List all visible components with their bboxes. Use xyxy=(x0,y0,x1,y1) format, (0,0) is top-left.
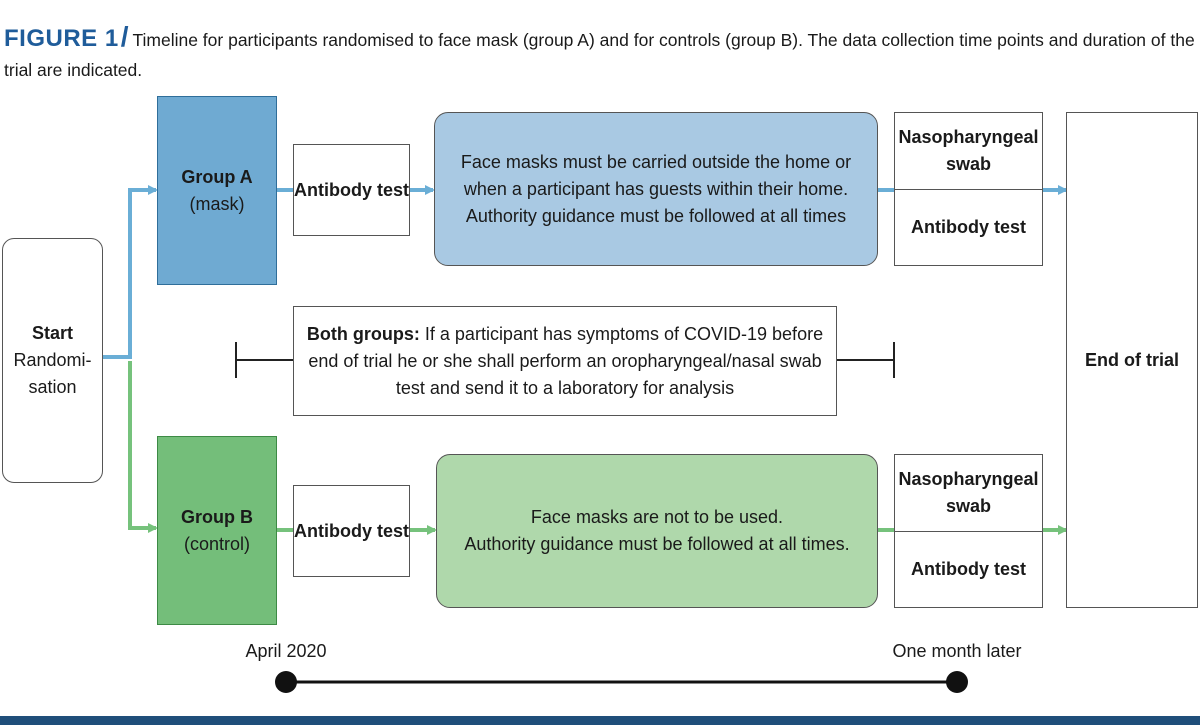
caption-text: Timeline for participants randomised to … xyxy=(4,30,1195,80)
group-a-swab-line-1: Nasopharyngeal xyxy=(898,127,1039,147)
group-b-instruction-line-1: Face masks are not to be used. xyxy=(530,507,784,527)
group-a-final-antibody-test-box: Antibody test xyxy=(894,189,1043,266)
timeline-start-dot xyxy=(275,671,297,693)
start-line-2: sation xyxy=(28,377,77,397)
end-of-trial-box: End of trial xyxy=(1066,112,1198,608)
group-a-instruction-line-1: Face masks must be carried outside the h… xyxy=(460,151,852,172)
group-b-antibody-test-box: Antibody test xyxy=(293,485,410,577)
group-a-antibody-test-label: Antibody test xyxy=(294,179,409,200)
group-b-box: Group B (control) xyxy=(157,436,277,625)
both-groups-note-box: Both groups: If a participant has sympto… xyxy=(293,306,837,416)
start-to-group-a-connector xyxy=(103,185,158,359)
both-groups-line-2: end of trial he or she shall perform an … xyxy=(308,350,822,371)
group-b-final-antibody-test-box: Antibody test xyxy=(894,531,1043,608)
group-b-swab-box: Nasopharyngeal swab xyxy=(894,454,1043,532)
figure-caption: FIGURE 1/Timeline for participants rando… xyxy=(4,22,1196,85)
group-a-instruction-line-3: Authority guidance must be followed at a… xyxy=(465,205,847,226)
group-b-instructions-box: Face masks are not to be used. Authority… xyxy=(436,454,878,608)
end-of-trial-label: End of trial xyxy=(1085,349,1179,370)
group-b-swab-line-1: Nasopharyngeal xyxy=(898,469,1039,489)
group-a-subtitle: (mask) xyxy=(189,193,245,214)
group-a-box: Group A (mask) xyxy=(157,96,277,285)
group-a-instructions-box: Face masks must be carried outside the h… xyxy=(434,112,878,266)
group-b-subtitle: (control) xyxy=(183,533,250,554)
both-groups-line-1: Both groups: If a participant has sympto… xyxy=(307,321,823,348)
both-groups-label: Both groups: xyxy=(306,323,420,344)
group-a-final-antibody-test-label: Antibody test xyxy=(911,217,1026,237)
group-b-final-antibody-test-label: Antibody test xyxy=(911,559,1026,579)
group-b-title: Group B xyxy=(181,506,253,527)
group-b-antibody-test-label: Antibody test xyxy=(294,520,409,541)
start-to-group-b-connector xyxy=(128,361,158,533)
both-groups-line-3: test and send it to a laboratory for ana… xyxy=(395,377,735,398)
timeline-end-dot xyxy=(946,671,968,693)
group-a-instruction-line-2: when a participant has guests within the… xyxy=(463,178,849,199)
timeline-end-label: One month later xyxy=(892,640,1022,661)
timeline-start-label: April 2020 xyxy=(245,640,327,661)
bottom-bar xyxy=(0,716,1200,725)
start-randomisation-box: Start Randomi- sation xyxy=(2,238,103,483)
start-line-1: Randomi- xyxy=(13,350,92,370)
figure-separator: / xyxy=(120,21,129,52)
group-a-swab-box: Nasopharyngeal swab xyxy=(894,112,1043,190)
figure-label: FIGURE 1 xyxy=(4,25,119,52)
start-title: Start xyxy=(31,323,73,343)
group-b-instruction-line-2: Authority guidance must be followed at a… xyxy=(464,534,850,554)
group-a-antibody-test-box: Antibody test xyxy=(293,144,410,236)
both-groups-line-1-text: If a participant has symptoms of COVID-1… xyxy=(419,323,824,344)
group-a-title: Group A xyxy=(181,166,253,187)
group-b-swab-line-2: swab xyxy=(945,496,992,516)
group-a-swab-line-2: swab xyxy=(945,154,992,174)
